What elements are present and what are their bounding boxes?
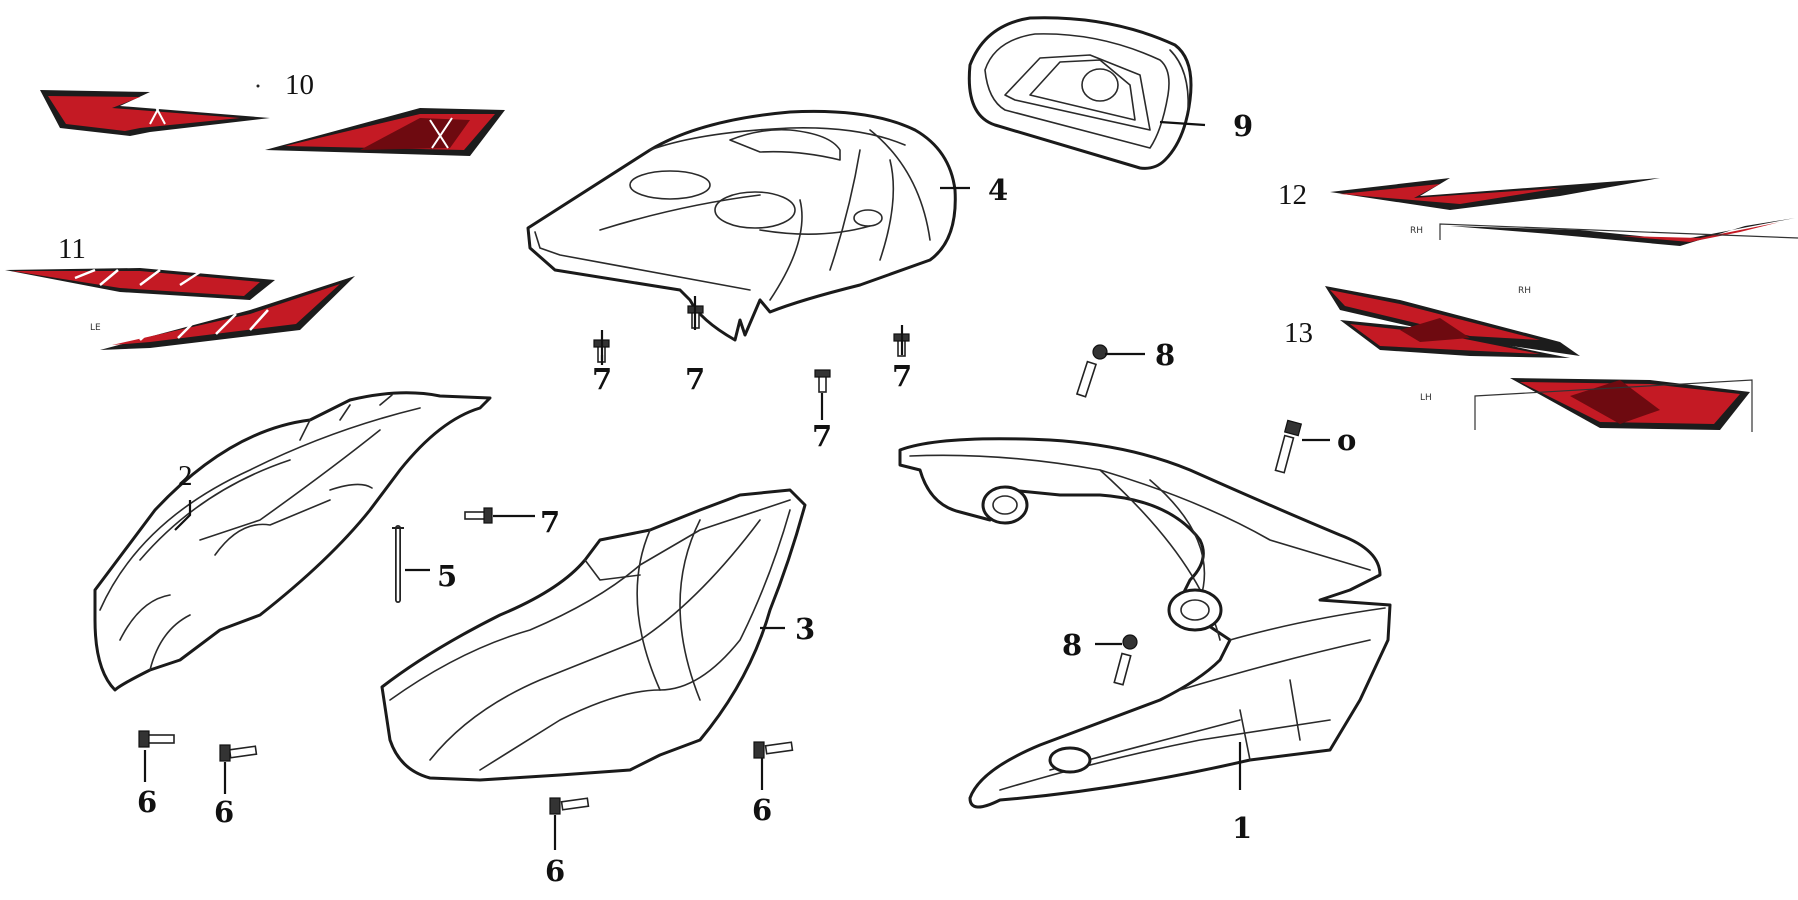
callout-o: o bbox=[1337, 423, 1356, 457]
decal-label-13: LH bbox=[1420, 393, 1432, 403]
leader-lines bbox=[143, 120, 1330, 850]
decal-13 bbox=[1325, 286, 1753, 432]
callout-10: 10 bbox=[285, 69, 314, 101]
bolt-6a bbox=[138, 730, 175, 748]
part-9-housing bbox=[967, 16, 1193, 170]
bolt-o bbox=[1274, 419, 1303, 474]
callout-11: 11 bbox=[58, 233, 86, 265]
part-3-side-panel bbox=[380, 488, 807, 782]
callout-7c: 7 bbox=[892, 359, 912, 393]
bolt-6d bbox=[753, 741, 794, 759]
callout-13: 13 bbox=[1284, 317, 1313, 349]
callout-7e: 7 bbox=[540, 505, 560, 539]
bolt-8a bbox=[1075, 344, 1108, 398]
callout-4: 4 bbox=[988, 173, 1008, 207]
callout-5: 5 bbox=[437, 559, 457, 593]
callout-8b: 8 bbox=[1062, 628, 1082, 662]
decal-small-labels: LE RH RH LH bbox=[90, 226, 1531, 403]
decal-label-11: LE bbox=[90, 323, 101, 333]
callout-8a: 8 bbox=[1155, 338, 1175, 372]
callout-1: 1 bbox=[1232, 811, 1252, 845]
part-1-grab-rail bbox=[898, 437, 1392, 809]
part-4-upper-cover bbox=[526, 109, 957, 342]
bolt-8b bbox=[1113, 634, 1138, 686]
callout-9: 9 bbox=[1233, 109, 1253, 143]
decal-11 bbox=[5, 268, 355, 350]
decal-label-12: RH bbox=[1410, 226, 1423, 236]
bolt-7d bbox=[814, 369, 831, 393]
callout-7b: 7 bbox=[685, 362, 705, 396]
callout-6c: 6 bbox=[545, 854, 565, 888]
callout-labels: 1 2 3 4 5 6 6 6 6 7 7 7 7 7 8 8 9 10 11 … bbox=[58, 69, 1356, 888]
decal-10 bbox=[40, 84, 505, 156]
callout-6b: 6 bbox=[214, 795, 234, 829]
bolt-7e bbox=[464, 507, 493, 524]
callout-2: 2 bbox=[178, 460, 193, 492]
callout-12: 12 bbox=[1278, 179, 1307, 211]
callout-6a: 6 bbox=[137, 785, 157, 819]
decal-12 bbox=[1330, 178, 1798, 246]
part-2-side-panel bbox=[93, 391, 492, 692]
callout-3: 3 bbox=[795, 612, 815, 646]
part-5-rod bbox=[392, 525, 404, 603]
callout-6d: 6 bbox=[752, 793, 772, 827]
callout-7a: 7 bbox=[592, 362, 612, 396]
bolt-6c bbox=[549, 797, 590, 815]
bolt-6b bbox=[219, 744, 258, 762]
decal-label-12b: RH bbox=[1518, 286, 1531, 296]
callout-7d: 7 bbox=[812, 419, 832, 453]
